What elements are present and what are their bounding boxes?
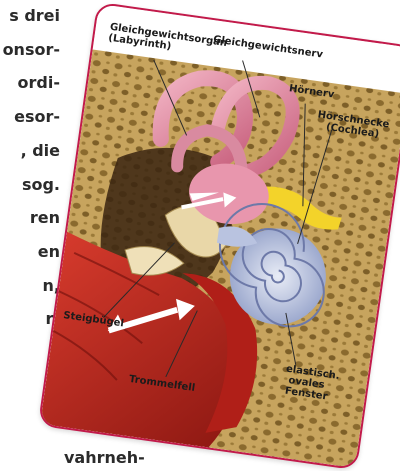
text-line: ordi- <box>18 73 60 92</box>
text-line: onsor- <box>3 40 60 59</box>
text-line: s drei <box>9 6 60 25</box>
background-text-bottom: vahrneh- <box>0 446 150 471</box>
text-line: , die <box>21 141 60 160</box>
text-line: esor- <box>14 107 60 126</box>
text-line: sog. <box>22 175 60 194</box>
text-line: en <box>38 242 60 261</box>
text-line: ren <box>30 208 60 227</box>
ear-illustration <box>40 4 400 468</box>
ear-anatomy-figure: Gleichgewichtsorgan (Labyrinth) Gleichge… <box>38 2 400 471</box>
text-line: vahrneh- <box>64 448 145 467</box>
